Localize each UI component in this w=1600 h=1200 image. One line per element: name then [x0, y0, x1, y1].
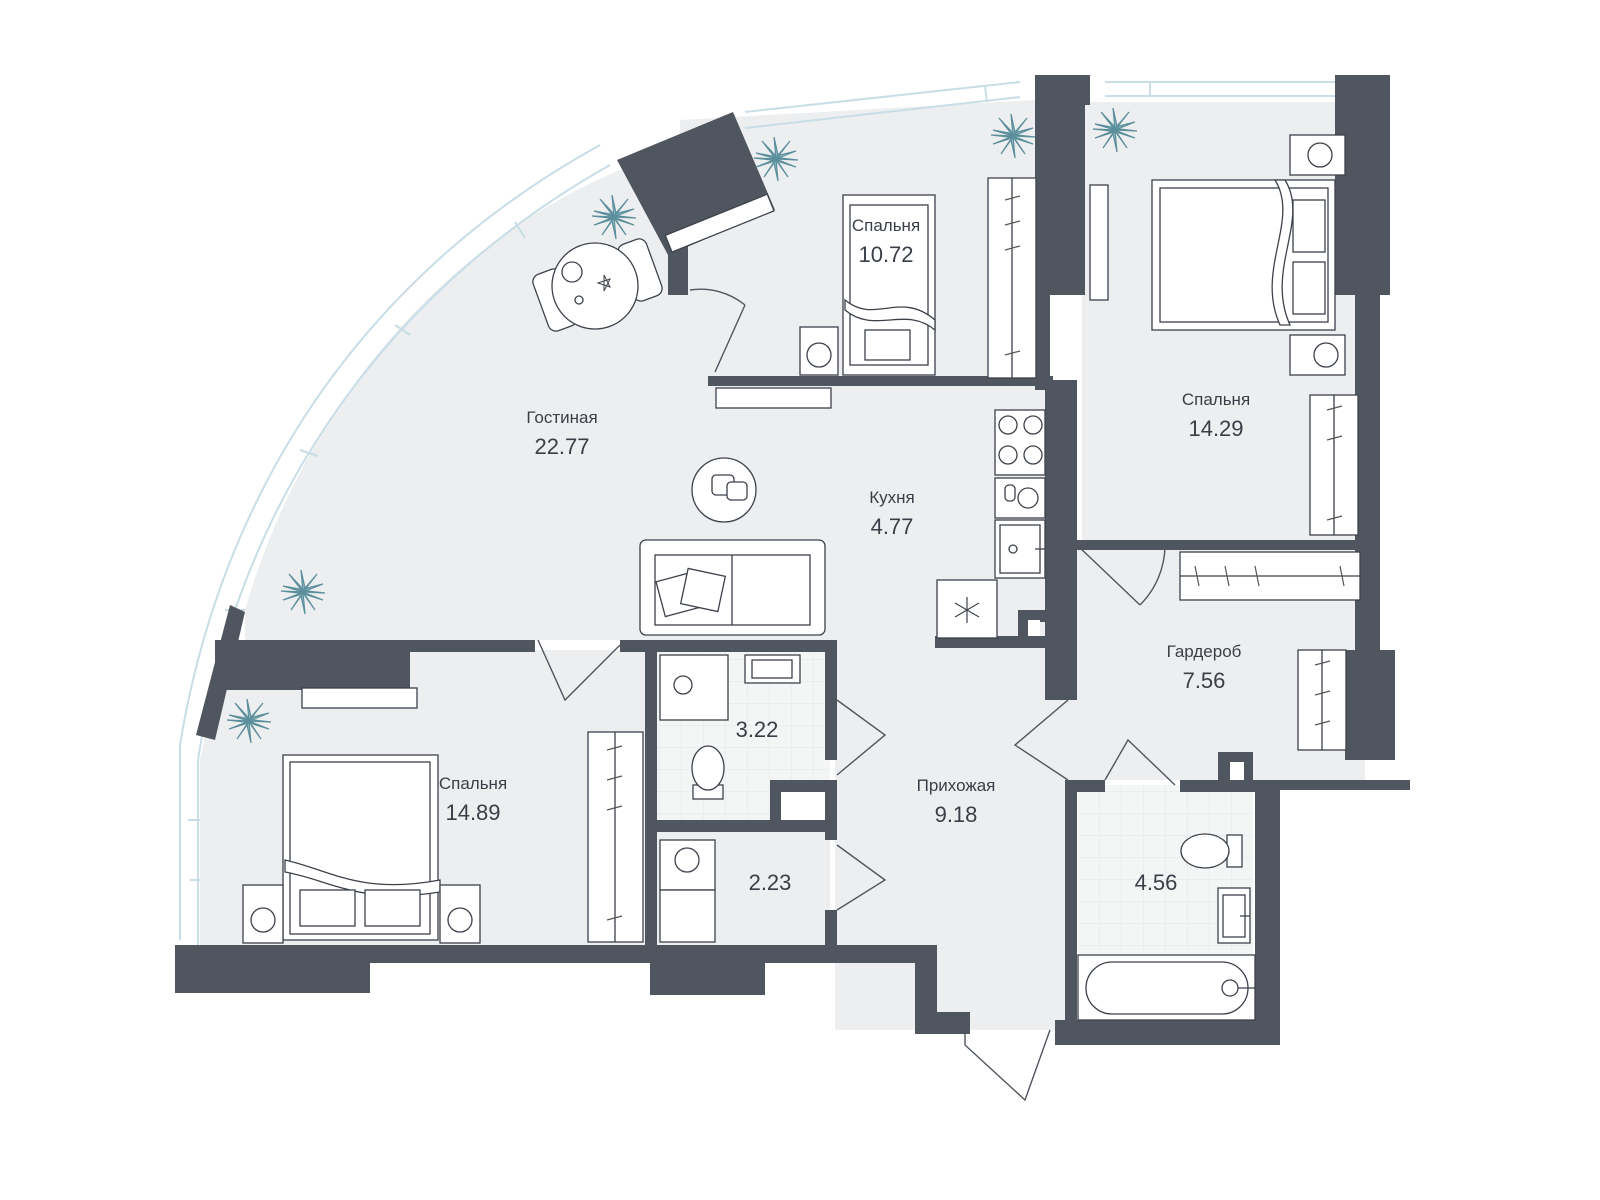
- room-area: 4.77: [870, 514, 914, 539]
- bed-icon: [1151, 134, 1346, 376]
- room-label-bedroom-left: Спальня 14.89: [439, 774, 507, 828]
- wardrobe-icon: [1179, 551, 1361, 751]
- room-name: Прихожая: [916, 776, 996, 795]
- room-area: 4.56: [1134, 870, 1178, 895]
- washing-machine-icon: [659, 839, 716, 943]
- door-swing-icon: [836, 699, 887, 776]
- door-swings: [537, 288, 1176, 1102]
- shower: [659, 654, 729, 721]
- door-swing-icon: [1104, 738, 1176, 786]
- room-area: 2.23: [748, 870, 792, 895]
- toilet-icon: [1180, 833, 1243, 869]
- room-label-bathroom-right: 4.56: [1135, 868, 1178, 898]
- room-area: 3.22: [735, 717, 779, 742]
- room-area: 14.29: [1188, 416, 1244, 441]
- door-swing-icon: [836, 844, 887, 911]
- door-swing-icon: [537, 639, 621, 702]
- bed-icon: [799, 194, 936, 376]
- wardrobe-icon: [987, 177, 1037, 379]
- room-name: Кухня: [869, 488, 915, 507]
- sink-icon: [994, 519, 1046, 579]
- snowflake-icon: [954, 597, 980, 623]
- hanger-marks: [606, 195, 1345, 921]
- door-swing-icon: [689, 288, 746, 373]
- wardrobe-icon: [587, 731, 644, 943]
- room-name: Спальня: [1181, 390, 1251, 409]
- room-label-hallway: Прихожая 9.18: [917, 776, 996, 830]
- room-name: Гостиная: [526, 408, 598, 427]
- room-label-bedroom-right: Спальня 14.29: [1182, 390, 1250, 444]
- room-label-living: Гостиная 22.77: [526, 408, 597, 462]
- room-label-wardrobe: Гардероб 7.56: [1167, 642, 1242, 696]
- stove-icon: [994, 409, 1046, 476]
- room-name: Спальня: [851, 216, 921, 235]
- room-area: 9.18: [934, 802, 978, 827]
- hallway-floor: [835, 640, 1075, 1030]
- dining-table-icon: [532, 238, 663, 332]
- sink-icon: [744, 654, 801, 684]
- radiators: [301, 184, 1109, 709]
- bed-icon: [242, 754, 481, 944]
- room-area: 22.77: [534, 434, 590, 459]
- room-label-laundry: 2.23: [749, 868, 792, 898]
- sofa-icon: [639, 539, 826, 636]
- sink-icon: [1217, 887, 1251, 944]
- room-area: 14.89: [445, 800, 501, 825]
- wardrobe-icon: [1309, 394, 1359, 536]
- furniture: [242, 134, 1361, 1021]
- room-area: 7.56: [1182, 668, 1226, 693]
- glazing: [179, 81, 1345, 945]
- room-label-bedroom-top: Спальня 10.72: [852, 216, 920, 270]
- glazing-mullions: [188, 82, 1151, 881]
- bathtub-icon: [1077, 954, 1256, 1021]
- room-area: 10.72: [858, 242, 914, 267]
- door-swing-icon: [1013, 699, 1069, 781]
- room-name: Гардероб: [1166, 642, 1242, 661]
- door-swing-icon: [1076, 544, 1166, 606]
- room-name: Спальня: [438, 774, 508, 793]
- room-label-bathroom-mid: 3.22: [736, 715, 779, 745]
- toilet-icon: [691, 745, 725, 800]
- wall-cutouts: [781, 620, 1244, 820]
- door-swing-icon: [964, 1029, 1051, 1102]
- room-label-kitchen: Кухня 4.77: [869, 488, 915, 542]
